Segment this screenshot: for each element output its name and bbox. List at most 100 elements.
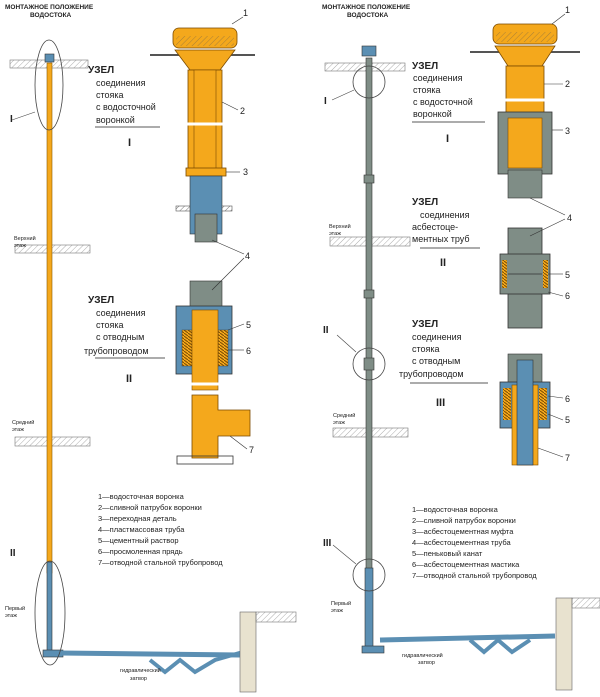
left-legend-5: 5—цементный раствор	[98, 536, 179, 545]
left-node2-roman: II	[126, 373, 132, 385]
right-node3-line1: соединения	[412, 332, 462, 342]
left-numbers: 1 2 3 4 5 6 7	[211, 8, 254, 455]
right-node3-rope-r	[539, 388, 547, 420]
right-node3-title: УЗЕЛ	[412, 319, 438, 330]
right-detail-node-2	[499, 227, 551, 329]
left-funnel-grill	[176, 36, 234, 46]
right-node1-line3: с водосточной	[413, 97, 473, 107]
right-node1-roman: I	[446, 133, 449, 145]
left-node2-line4: трубопроводом	[84, 346, 149, 356]
right-callout-leader-3	[332, 544, 357, 565]
left-node1-line4: воронкой	[96, 115, 135, 125]
left-callout-leader-1	[11, 111, 36, 121]
right-node2-title: УЗЕЛ	[412, 197, 438, 208]
right-coupling-1	[363, 174, 375, 184]
left-middle-slab	[14, 436, 91, 447]
right-node3-line3: с отводным	[412, 356, 460, 366]
left-floor-top-2: этаж	[14, 243, 26, 249]
left-node2-line3: с отводным	[96, 332, 144, 342]
left-callout-oval-1	[34, 39, 64, 131]
right-ac-pipe-top	[507, 169, 543, 199]
left-node2-inner-pipe	[191, 309, 219, 391]
right-funnel-spigot	[507, 117, 543, 169]
right-legend-3: 3—асбестоцементная муфта	[412, 527, 514, 536]
right-num-4: 4	[567, 213, 572, 223]
right-callout-leader-2	[336, 334, 357, 353]
left-node1-line3: с водосточной	[96, 102, 156, 112]
right-num-3: 3	[565, 126, 570, 136]
left-header-line1: МОНТАЖНОЕ ПОЛОЖЕНИЕ	[5, 4, 94, 11]
right-detail-node-1	[470, 23, 580, 199]
left-node2-line2: стояка	[96, 320, 124, 330]
left-legend-4: 4—пластмассовая труба	[98, 525, 185, 534]
left-floor-mid-1: Средний	[12, 419, 34, 426]
right-num-7: 7	[565, 453, 570, 463]
right-outlet-pipe	[379, 633, 556, 643]
right-legend-2: 2—сливной патрубок воронки	[412, 516, 516, 525]
right-coupling-3	[363, 357, 375, 371]
left-first-slab	[255, 611, 297, 623]
right-node3-inner	[516, 359, 534, 466]
right-legend-5: 5—пеньковый канат	[412, 549, 483, 558]
left-wall	[239, 611, 257, 693]
left-node2-strand-l	[181, 329, 193, 367]
right-callout-1: I	[324, 96, 327, 107]
right-floor-mid-2: этаж	[333, 420, 345, 426]
right-num-6b: 6	[565, 394, 570, 404]
right-callout-leader-1	[331, 89, 355, 101]
left-num-3: 3	[243, 167, 248, 177]
left-floor-top-1: Верхний	[14, 235, 36, 242]
right-legend-7: 7—отводной стальной трубопровод	[412, 571, 537, 580]
left-roof-funnel	[44, 53, 55, 63]
right-callout-circle-2	[352, 347, 386, 381]
left-num-5: 5	[246, 320, 251, 330]
left-node2-title: УЗЕЛ	[88, 295, 114, 306]
right-num-6: 6	[565, 291, 570, 301]
left-floor-first-1: Первый	[5, 605, 25, 612]
left-upper-slab	[14, 244, 91, 254]
left-funnel-inner	[193, 69, 217, 171]
left-legend-6: 6—просмоленная прядь	[98, 547, 183, 556]
left-trap-label-2: затвор	[130, 676, 147, 682]
right-callout-3: III	[323, 538, 332, 549]
right-trap-label-1: гидравлический	[402, 652, 443, 659]
left-node2-flange	[176, 455, 234, 465]
left-num-2: 2	[240, 106, 245, 116]
left-legend-2: 2—сливной патрубок воронки	[98, 503, 202, 512]
right-funnel-grill	[496, 32, 554, 42]
right-riser-pipe	[365, 57, 373, 579]
right-funnel-body	[494, 45, 556, 67]
right-node3-line2: стояка	[412, 344, 440, 354]
right-num-5b: 5	[565, 415, 570, 425]
left-legend: 1—водосточная воронка 2—сливной патрубок…	[98, 492, 223, 567]
right-coupling-2	[363, 289, 375, 299]
right-header-line1: МОНТАЖНОЕ ПОЛОЖЕНИЕ	[322, 4, 411, 11]
left-num-1: 1	[243, 8, 248, 18]
right-node3-rope-l	[503, 388, 511, 420]
left-floor-first-2: этаж	[5, 613, 17, 619]
left-legend-7: 7—отводной стальной трубопровод	[98, 558, 223, 567]
right-node3-roman: III	[436, 397, 445, 409]
right-floor-mid-1: Средний	[333, 412, 355, 419]
left-detail-node-1	[150, 27, 255, 243]
right-callout-circle-3	[352, 558, 386, 592]
right-node3-line4: трубопроводом	[399, 369, 464, 379]
right-node1-title: УЗЕЛ	[412, 61, 438, 72]
left-num-6: 6	[246, 346, 251, 356]
left-legend-3: 3—переходная деталь	[98, 514, 177, 523]
right-wall	[555, 597, 573, 691]
right-floor-top-1: Верхний	[329, 223, 351, 230]
left-plastic-pipe-end	[194, 213, 218, 243]
right-legend-1: 1—водосточная воронка	[412, 505, 499, 514]
right-node2-line2: асбестоце-	[412, 222, 458, 232]
left-node2-strand-r	[217, 329, 229, 367]
right-trap-label-2: затвор	[418, 660, 435, 666]
right-callout-circle-1	[352, 65, 386, 99]
left-num-4: 4	[245, 251, 250, 261]
left-node1-title: УЗЕЛ	[88, 65, 114, 76]
right-node1-line4: воронкой	[413, 109, 452, 119]
right-numbers: 1 2 3 4 5 6 6 5 7	[529, 5, 572, 463]
left-transition	[185, 167, 227, 177]
right-legend: 1—водосточная воронка 2—сливной патрубок…	[412, 505, 537, 580]
